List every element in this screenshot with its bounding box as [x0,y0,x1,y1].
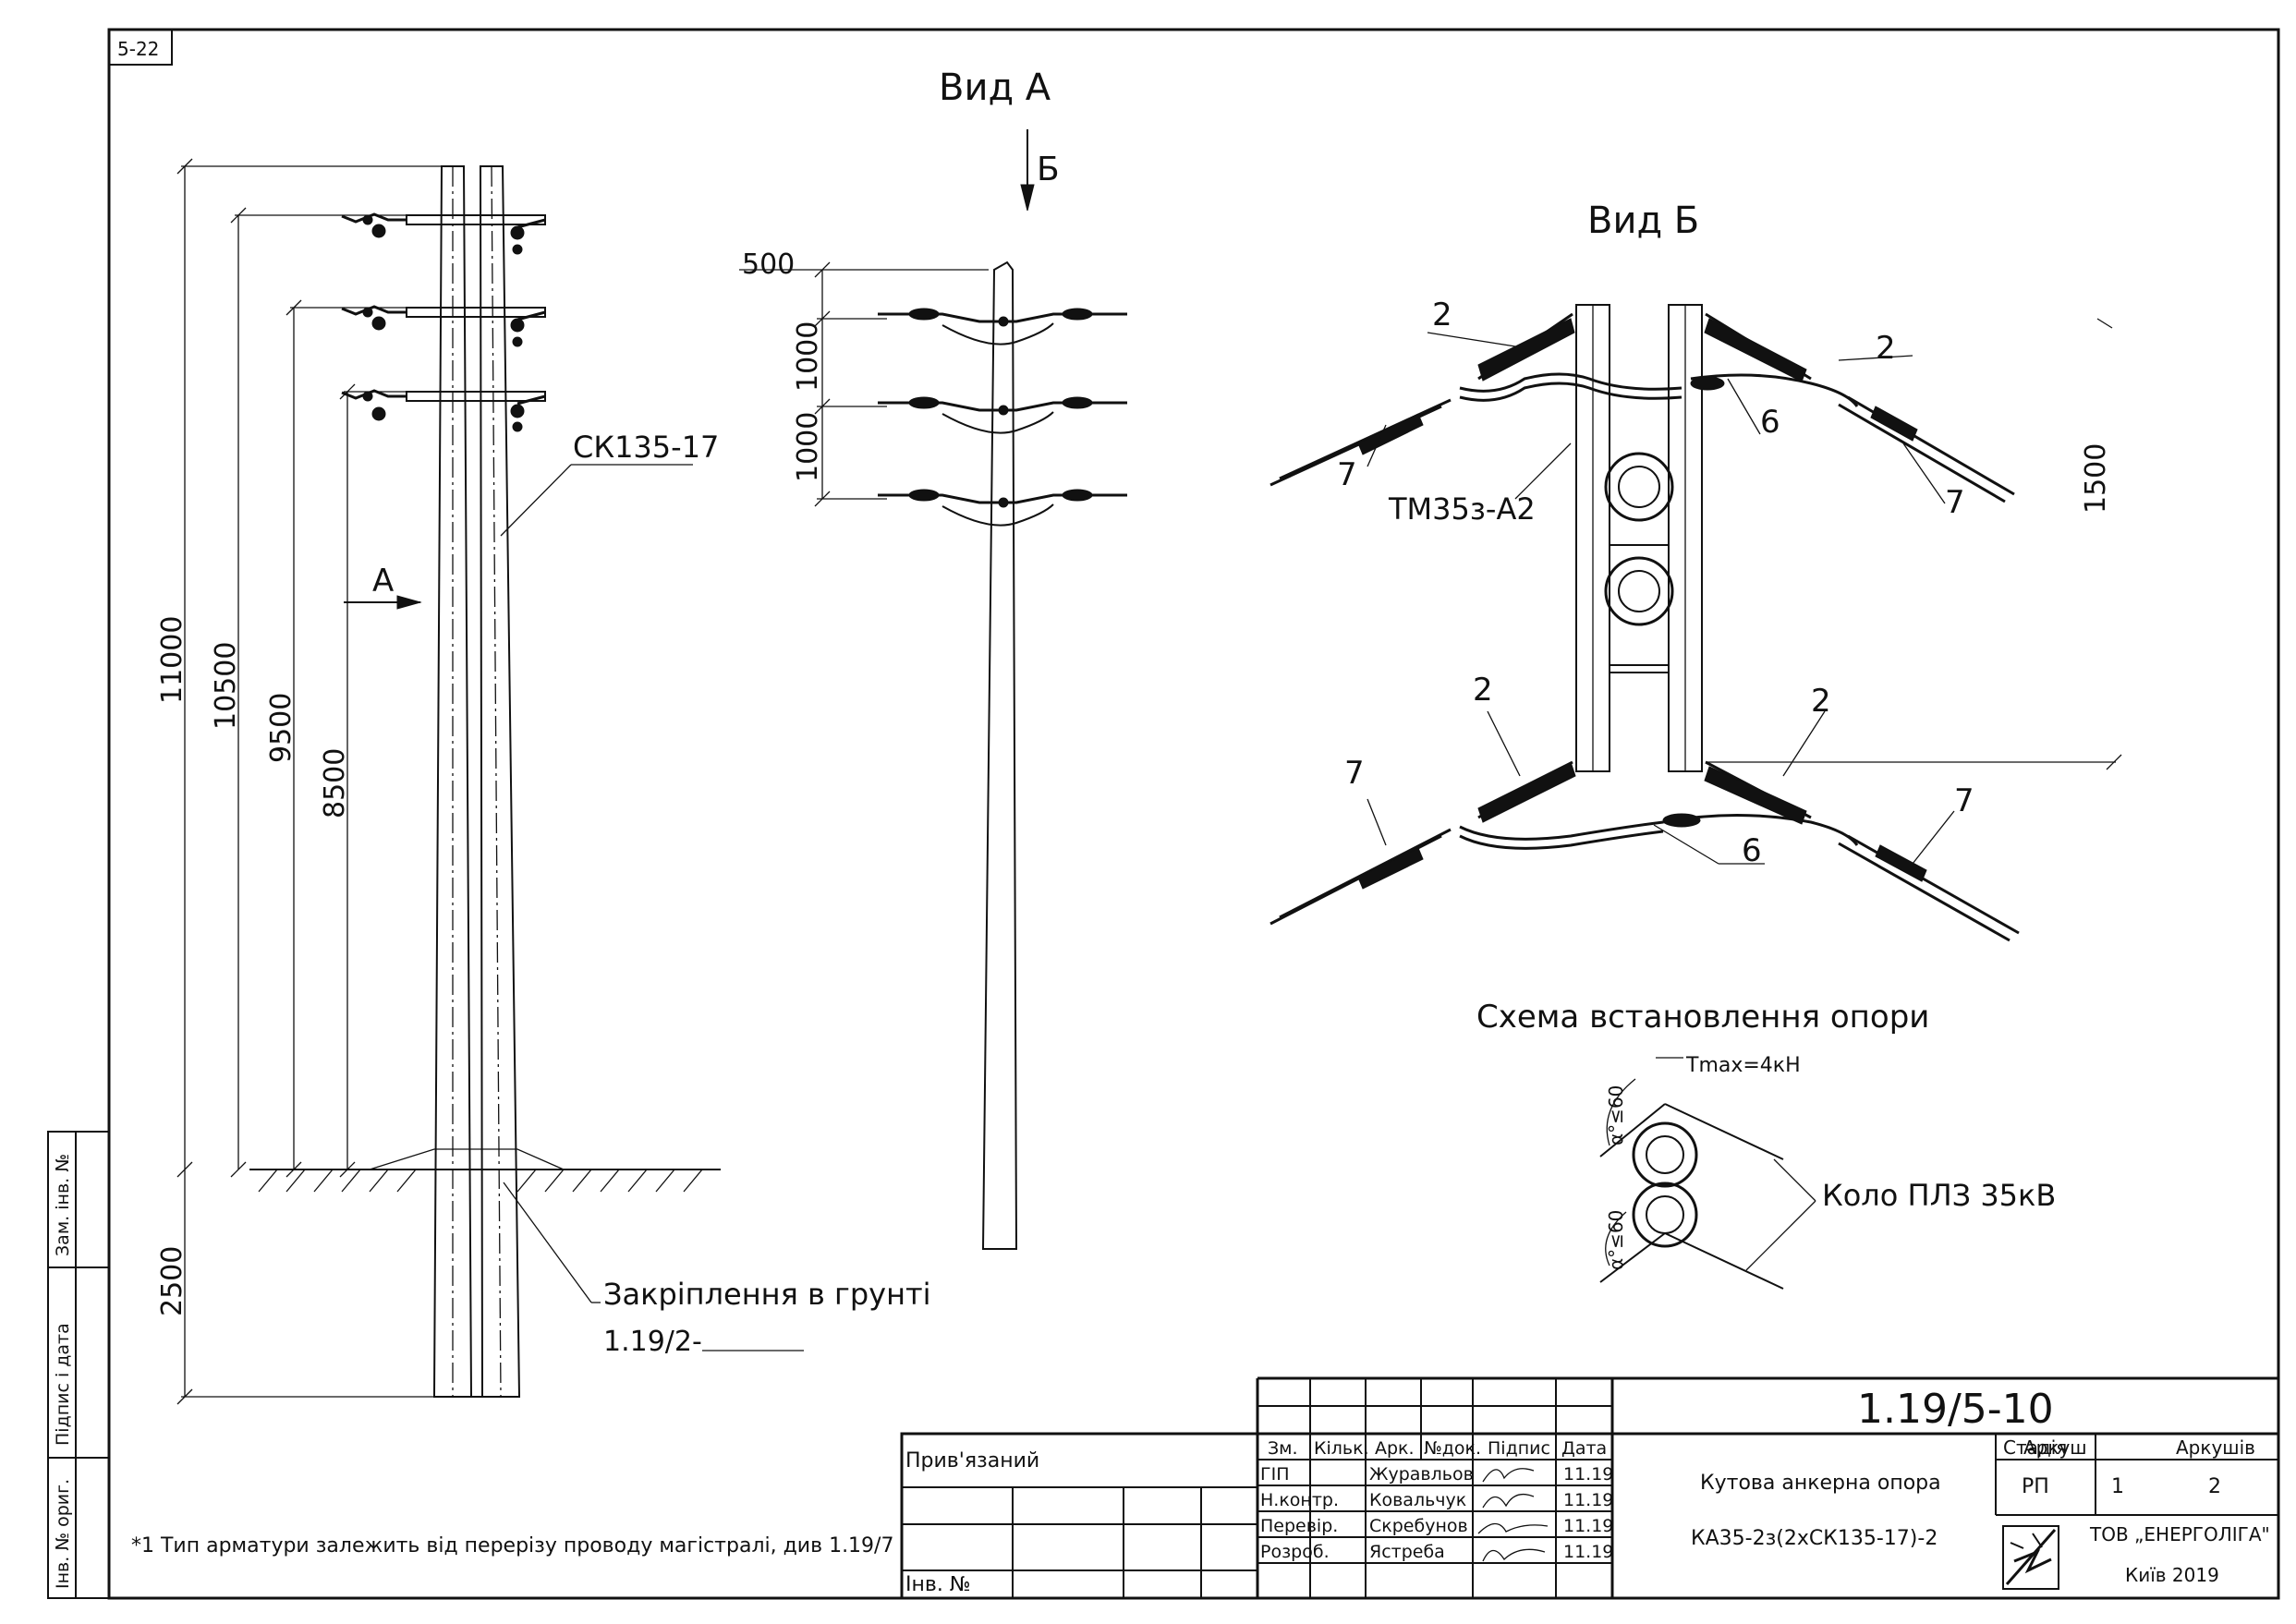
footnote: *1 Тип арматури залежить від перерізу пр… [131,1534,893,1557]
sheet-code-box [108,29,173,66]
row-name-2: Ковальчук [1369,1490,1466,1510]
description-1: Кутова анкерна опора [1700,1472,1941,1495]
view-a-arrow-b: Б [1037,151,1060,188]
label-2-lower-right: 2 [1811,683,1831,720]
label-7-upper-right: 7 [1945,484,1965,521]
company-name: ТОВ „ЕНЕРГОЛІГА" [2089,1523,2270,1545]
view-a-arrow-label: А [372,563,394,600]
view-b-title: Вид Б [1587,200,1699,242]
row-role-3: Перевір. [1260,1516,1338,1536]
ground-note: Закріплення в грунті [603,1277,931,1312]
view-a-title: Вид А [939,67,1051,109]
row-date-4: 11.19 [1563,1542,1613,1562]
hdr-ark: Арк. [1375,1438,1415,1459]
side-stamp: Зам. інв. № Підпис і дата Інв. № ориг. [47,1131,110,1599]
row-name-3: Скребунов [1369,1516,1468,1536]
attached-label: Прив'язаний [905,1449,1039,1473]
label-7-lower-left: 7 [1344,755,1365,792]
scheme-angle-2: α°≤60 [1605,1210,1627,1270]
row-date-3: 11.19 [1563,1516,1613,1536]
label-7-upper-left: 7 [1337,456,1357,493]
stage-label: Стадія [2003,1436,2067,1459]
dim-2500: 2500 [156,1246,188,1316]
label-6-lower: 6 [1742,832,1762,869]
inv-label: Інв. № [905,1573,971,1596]
title-block: Прив'язаний Інв. № Зм. Кільк. Арк. №док.… [900,1376,2280,1600]
scheme-title: Схема встановлення опори [1476,999,1929,1036]
sheets-value: 2 [2208,1475,2221,1498]
dim-500: 500 [742,248,795,281]
hdr-zm: Зм. [1268,1438,1298,1459]
row-date-1: 11.19 [1563,1464,1613,1485]
hdr-ndok: №док. [1424,1438,1481,1459]
drawing-code: 1.19/5-10 [1857,1386,2054,1433]
dim-11000: 11000 [156,616,188,704]
row-role-2: Н.контр. [1260,1490,1339,1510]
row-role-1: ГІП [1260,1464,1289,1485]
dim-1000-upper: 1000 [792,321,824,392]
hdr-kilk: Кільк. [1314,1438,1369,1459]
dim-1500: 1500 [2080,443,2112,514]
row-name-4: Ястреба [1369,1542,1445,1562]
stamp-orig-inv: Інв. № ориг. [53,1479,73,1589]
description-2: КА35-2з(2хСК135-17)-2 [1691,1527,1938,1550]
hdr-data: Дата [1561,1438,1607,1459]
row-date-2: 11.19 [1563,1490,1613,1510]
stamp-sign-date: Підпис і дата [53,1323,73,1446]
pole-label: СК135-17 [573,430,719,465]
dim-9500: 9500 [265,693,298,763]
label-6-upper: 6 [1760,404,1780,441]
view-b: Вид Б [1269,200,2122,942]
part-label: ТМ35з-А2 [1388,491,1536,527]
side-view: 11000 10500 9500 8500 2500 СК135-17 А За… [156,158,931,1405]
label-2-lower-left: 2 [1473,672,1493,709]
label-2-upper-left: 2 [1432,297,1452,333]
label-7-lower-right: 7 [1954,782,1974,819]
row-name-1: Журавльов [1369,1464,1474,1485]
dim-10500: 10500 [210,642,242,730]
ground-note-ref: 1.19/2- [603,1326,702,1358]
label-2-upper-right: 2 [1876,330,1896,367]
scheme-angle-1: α°≤60 [1605,1085,1627,1145]
row-role-4: Розроб. [1260,1542,1330,1562]
installation-scheme: Схема встановлення опори Tmax=4кН α°≤60 … [1476,999,2056,1290]
sheet-value: 1 [2111,1475,2124,1498]
hdr-pidpys: Підпис [1488,1438,1550,1459]
city-year: Київ 2019 [2125,1564,2219,1586]
sheet-label: Аркуш [2023,1436,2087,1459]
sheet-code: 5-22 [117,38,159,60]
company-logo-icon [2002,1525,2059,1590]
stage-value: РП [2022,1475,2049,1498]
dim-1000-lower: 1000 [792,412,824,482]
stamp-replace-inv: Зам. інв. № [53,1154,73,1256]
sheets-label: Аркушів [2176,1436,2255,1459]
dim-8500: 8500 [319,748,351,818]
view-a: Вид А Б [739,67,1127,1250]
scheme-tmax: Tmax=4кН [1685,1054,1801,1077]
scheme-circuit: Коло ПЛЗ 35кВ [1822,1178,2056,1213]
signatures [1477,1468,1549,1562]
